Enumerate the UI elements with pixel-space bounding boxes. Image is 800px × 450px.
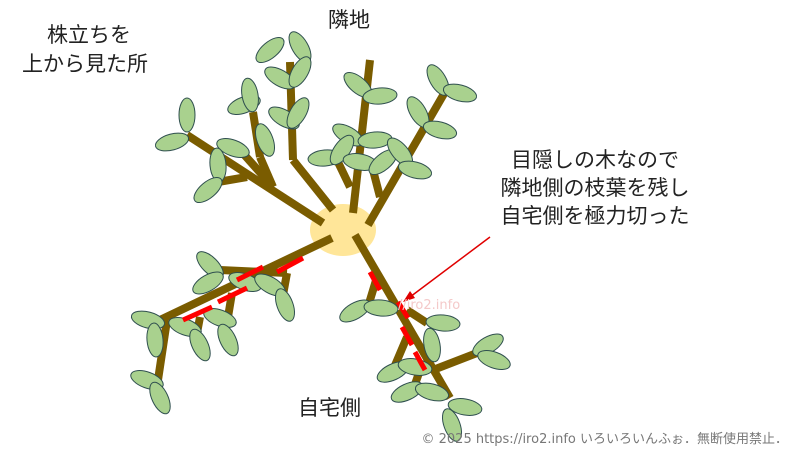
branch (217, 173, 248, 186)
title-line-1: 株立ちを (47, 23, 131, 47)
leaf (189, 328, 211, 362)
leaf (414, 382, 450, 402)
leaf (423, 327, 441, 363)
note-line: 目隠しの木なので (511, 148, 679, 172)
leaf (422, 120, 458, 140)
leaf (286, 97, 310, 129)
branch (184, 131, 326, 227)
leaf (178, 97, 196, 133)
branch (431, 349, 479, 374)
leaf (288, 56, 312, 88)
cut-mark (412, 350, 428, 372)
branch (333, 158, 354, 189)
copyright: © 2025 https://iro2.info いろいろいんふぉ．無断使用禁止… (421, 432, 789, 447)
cut-mark (235, 264, 265, 283)
leaf (217, 323, 239, 357)
leaf (192, 271, 224, 295)
leaf (146, 322, 164, 358)
leaf (154, 132, 190, 152)
leaf (216, 137, 250, 159)
cut-mark (367, 270, 383, 292)
cut-mark (275, 255, 305, 275)
leaf (441, 408, 463, 442)
cut-mark (399, 325, 415, 347)
leaf (363, 299, 399, 317)
leaf (254, 123, 276, 157)
cut-mark (181, 304, 214, 323)
cut-mark (216, 285, 249, 305)
annotation-note: 目隠しの木なので 隣地側の枝葉を残し 自宅側を極力切った (470, 146, 720, 230)
cut-mark (395, 300, 411, 320)
note-line: 自宅側を極力切った (500, 204, 690, 228)
arrow-line (409, 236, 491, 298)
title-line-2: 上から見た所 (22, 52, 148, 76)
leaf (477, 349, 511, 371)
leaf (397, 160, 433, 180)
leaf (241, 77, 259, 113)
branch (289, 157, 337, 213)
leaf (425, 314, 461, 332)
leaf (274, 288, 296, 322)
note-line: 隣地側の枝葉を残し (500, 176, 690, 200)
leaf (362, 87, 398, 105)
branch (404, 306, 430, 327)
leaf (149, 381, 171, 415)
leaf (447, 398, 483, 416)
leaf (255, 36, 285, 64)
neighbor-label: 隣地 (328, 8, 370, 32)
leaf (193, 176, 223, 204)
leaf (442, 83, 478, 103)
arrow-head-icon (403, 291, 415, 302)
home-side-label: 自宅側 (298, 396, 361, 420)
watermark: //iro2.info (398, 298, 461, 313)
